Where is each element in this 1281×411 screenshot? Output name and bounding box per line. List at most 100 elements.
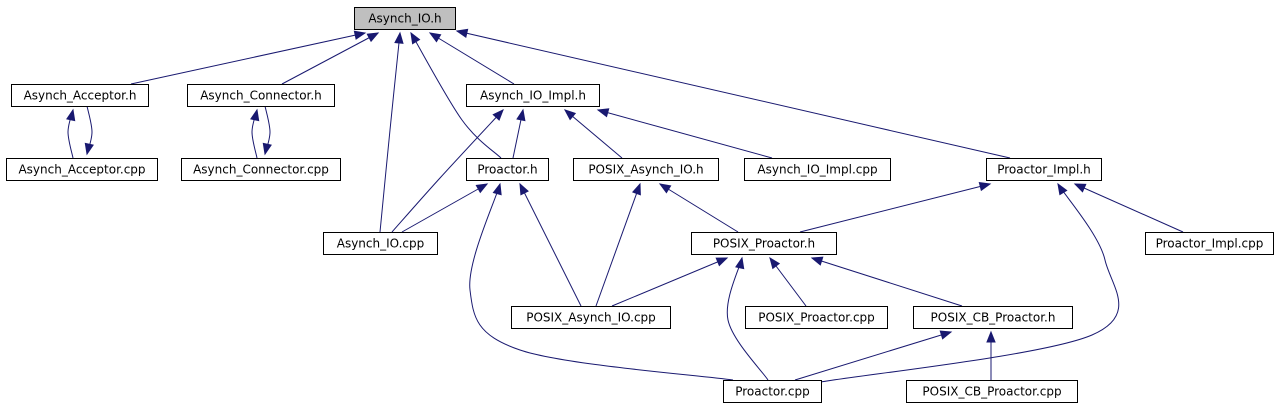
- arrowhead-asynch_io_h: [394, 31, 404, 44]
- node-label: POSIX_Proactor.h: [713, 237, 815, 251]
- edge-posix_asynch_io_cpp-to-posix_asynch_io_h: [595, 183, 641, 307]
- node-box[interactable]: [913, 306, 1073, 329]
- node-box[interactable]: [466, 84, 600, 107]
- arrowhead-posix_proactor_h: [715, 257, 729, 267]
- node-asynch-acceptor-h[interactable]: Asynch_Acceptor.h: [11, 84, 149, 107]
- edge-asynch_io_cpp-to-asynch_io_h: [379, 32, 401, 233]
- arrowhead-posix_asynch_io_h: [631, 182, 641, 196]
- node-label: Asynch_IO_Impl.h: [480, 89, 586, 103]
- edge-posix_cb_proactor_h-to-posix_proactor_h: [811, 257, 963, 307]
- node-box[interactable]: [181, 158, 341, 181]
- arrowhead-asynch_io_impl_h: [516, 108, 526, 122]
- arrowhead-posix_asynch_io_h: [658, 183, 672, 194]
- arrowhead-asynch_io_h: [428, 32, 442, 43]
- edge-proactor_cpp-to-proactor_impl_h: [820, 183, 1120, 383]
- node-box[interactable]: [511, 306, 671, 329]
- arrowhead-proactor_impl_h: [978, 181, 992, 192]
- node-box[interactable]: [745, 306, 888, 329]
- node-proactor-h[interactable]: Proactor.h: [466, 158, 549, 181]
- arrowhead-posix_proactor_h: [735, 256, 745, 270]
- node-label: POSIX_Proactor.cpp: [758, 311, 875, 325]
- arrowhead-asynch_connector_h: [250, 108, 260, 122]
- arrowhead-asynch_io_impl_h: [563, 109, 577, 121]
- node-label: POSIX_Asynch_IO.cpp: [526, 311, 656, 325]
- edge-posix_asynch_io_h-to-asynch_io_impl_h: [564, 109, 623, 159]
- node-box[interactable]: [986, 158, 1102, 181]
- node-label: POSIX_CB_Proactor.cpp: [922, 385, 1061, 399]
- edge-proactor_cpp-to-proactor_h: [469, 183, 734, 381]
- node-proactor-impl-h[interactable]: Proactor_Impl.h: [986, 158, 1102, 181]
- arrowhead-proactor_impl_h: [1073, 183, 1087, 193]
- edge-asynch_io_impl_cpp-to-asynch_io_impl_h: [597, 109, 773, 159]
- node-box[interactable]: [573, 158, 719, 181]
- node-box[interactable]: [323, 232, 438, 255]
- node-asynch-connector-h[interactable]: Asynch_Connector.h: [187, 84, 335, 107]
- node-asynch-acceptor-cpp[interactable]: Asynch_Acceptor.cpp: [6, 158, 158, 181]
- arrowhead-asynch_io_h: [353, 30, 367, 40]
- node-label: Asynch_IO.cpp: [337, 237, 425, 251]
- node-asynch-io-h[interactable]: Asynch_IO.h: [354, 7, 456, 30]
- edge-asynch_io_cpp-to-asynch_io_impl_h: [391, 109, 504, 233]
- node-asynch-io-impl-cpp[interactable]: Asynch_IO_Impl.cpp: [744, 158, 891, 181]
- node-label: Proactor_Impl.cpp: [1156, 237, 1264, 251]
- node-posix-asynch-io-cpp[interactable]: POSIX_Asynch_IO.cpp: [511, 306, 671, 329]
- node-label: Proactor.cpp: [735, 385, 810, 399]
- node-label: Asynch_IO.h: [368, 12, 441, 26]
- node-posix-cb-proactor-cpp[interactable]: POSIX_CB_Proactor.cpp: [906, 380, 1078, 403]
- edge-posix_asynch_io_cpp-to-proactor_h: [519, 183, 582, 307]
- edge-proactor_h-to-asynch_io_h: [410, 32, 502, 159]
- node-box[interactable]: [466, 158, 549, 181]
- node-asynch-connector-cpp[interactable]: Asynch_Connector.cpp: [181, 158, 341, 181]
- edge-asynch_acceptor_h-to-asynch_io_h: [130, 32, 366, 85]
- edge-posix_proactor_h-to-posix_asynch_io_h: [659, 183, 739, 233]
- arrowhead-posix_cb_proactor_h: [939, 330, 953, 340]
- node-box[interactable]: [744, 158, 891, 181]
- arrowhead-asynch_io_h: [455, 28, 469, 38]
- node-proactor-cpp[interactable]: Proactor.cpp: [723, 380, 822, 403]
- arrowhead-asynch_io_impl_h: [492, 109, 504, 121]
- arrowhead-asynch_io_impl_h: [596, 108, 610, 118]
- node-box[interactable]: [1145, 232, 1274, 255]
- edge-proactor_impl_h-to-asynch_io_h: [456, 30, 1011, 159]
- edge-posix_proactor_h-to-proactor_impl_h: [799, 183, 991, 233]
- node-label: Asynch_IO_Impl.cpp: [757, 163, 877, 177]
- arrowhead-posix_proactor_h: [769, 256, 781, 270]
- node-asynch-io-cpp[interactable]: Asynch_IO.cpp: [323, 232, 438, 255]
- node-label: Proactor_Impl.h: [997, 163, 1091, 177]
- node-box[interactable]: [906, 380, 1078, 403]
- node-asynch-io-impl-h[interactable]: Asynch_IO_Impl.h: [466, 84, 600, 107]
- arrowhead-posix_cb_proactor_h: [986, 330, 996, 343]
- edge-proactor_cpp-to-posix_proactor_h: [726, 257, 769, 381]
- node-box[interactable]: [187, 84, 335, 107]
- node-label: Proactor.h: [477, 163, 537, 177]
- arrowhead-proactor_h: [475, 183, 489, 194]
- node-posix-proactor-cpp[interactable]: POSIX_Proactor.cpp: [745, 306, 888, 329]
- graph-edges: [66, 28, 1184, 383]
- node-box[interactable]: [691, 232, 837, 255]
- node-posix-asynch-io-h[interactable]: POSIX_Asynch_IO.h: [573, 158, 719, 181]
- node-posix-proactor-h[interactable]: POSIX_Proactor.h: [691, 232, 837, 255]
- edge-proactor_cpp-to-posix_cb_proactor_h: [794, 331, 952, 381]
- node-box[interactable]: [354, 7, 456, 30]
- node-label: POSIX_Asynch_IO.h: [588, 163, 703, 177]
- node-box[interactable]: [723, 380, 822, 403]
- node-box[interactable]: [6, 158, 158, 181]
- node-posix-cb-proactor-h[interactable]: POSIX_CB_Proactor.h: [913, 306, 1073, 329]
- node-label: Asynch_Acceptor.h: [24, 89, 137, 103]
- node-label: Asynch_Acceptor.cpp: [18, 163, 145, 177]
- arrowhead-asynch_io_h: [366, 32, 380, 43]
- node-label: Asynch_Connector.cpp: [193, 163, 329, 177]
- arrowhead-posix_proactor_h: [810, 256, 824, 266]
- arrowhead-asynch_io_h: [410, 31, 421, 45]
- node-label: POSIX_CB_Proactor.h: [931, 311, 1056, 325]
- arrowhead-proactor_impl_h: [1057, 182, 1068, 196]
- arrowhead-asynch_acceptor_cpp: [84, 142, 94, 156]
- node-label: Asynch_Connector.h: [200, 89, 322, 103]
- arrowhead-asynch_connector_cpp: [262, 142, 272, 156]
- node-proactor-impl-cpp[interactable]: Proactor_Impl.cpp: [1145, 232, 1274, 255]
- edge-asynch_io_impl_h-to-asynch_io_h: [429, 32, 515, 85]
- arrowhead-proactor_h: [492, 182, 502, 196]
- node-box[interactable]: [11, 84, 149, 107]
